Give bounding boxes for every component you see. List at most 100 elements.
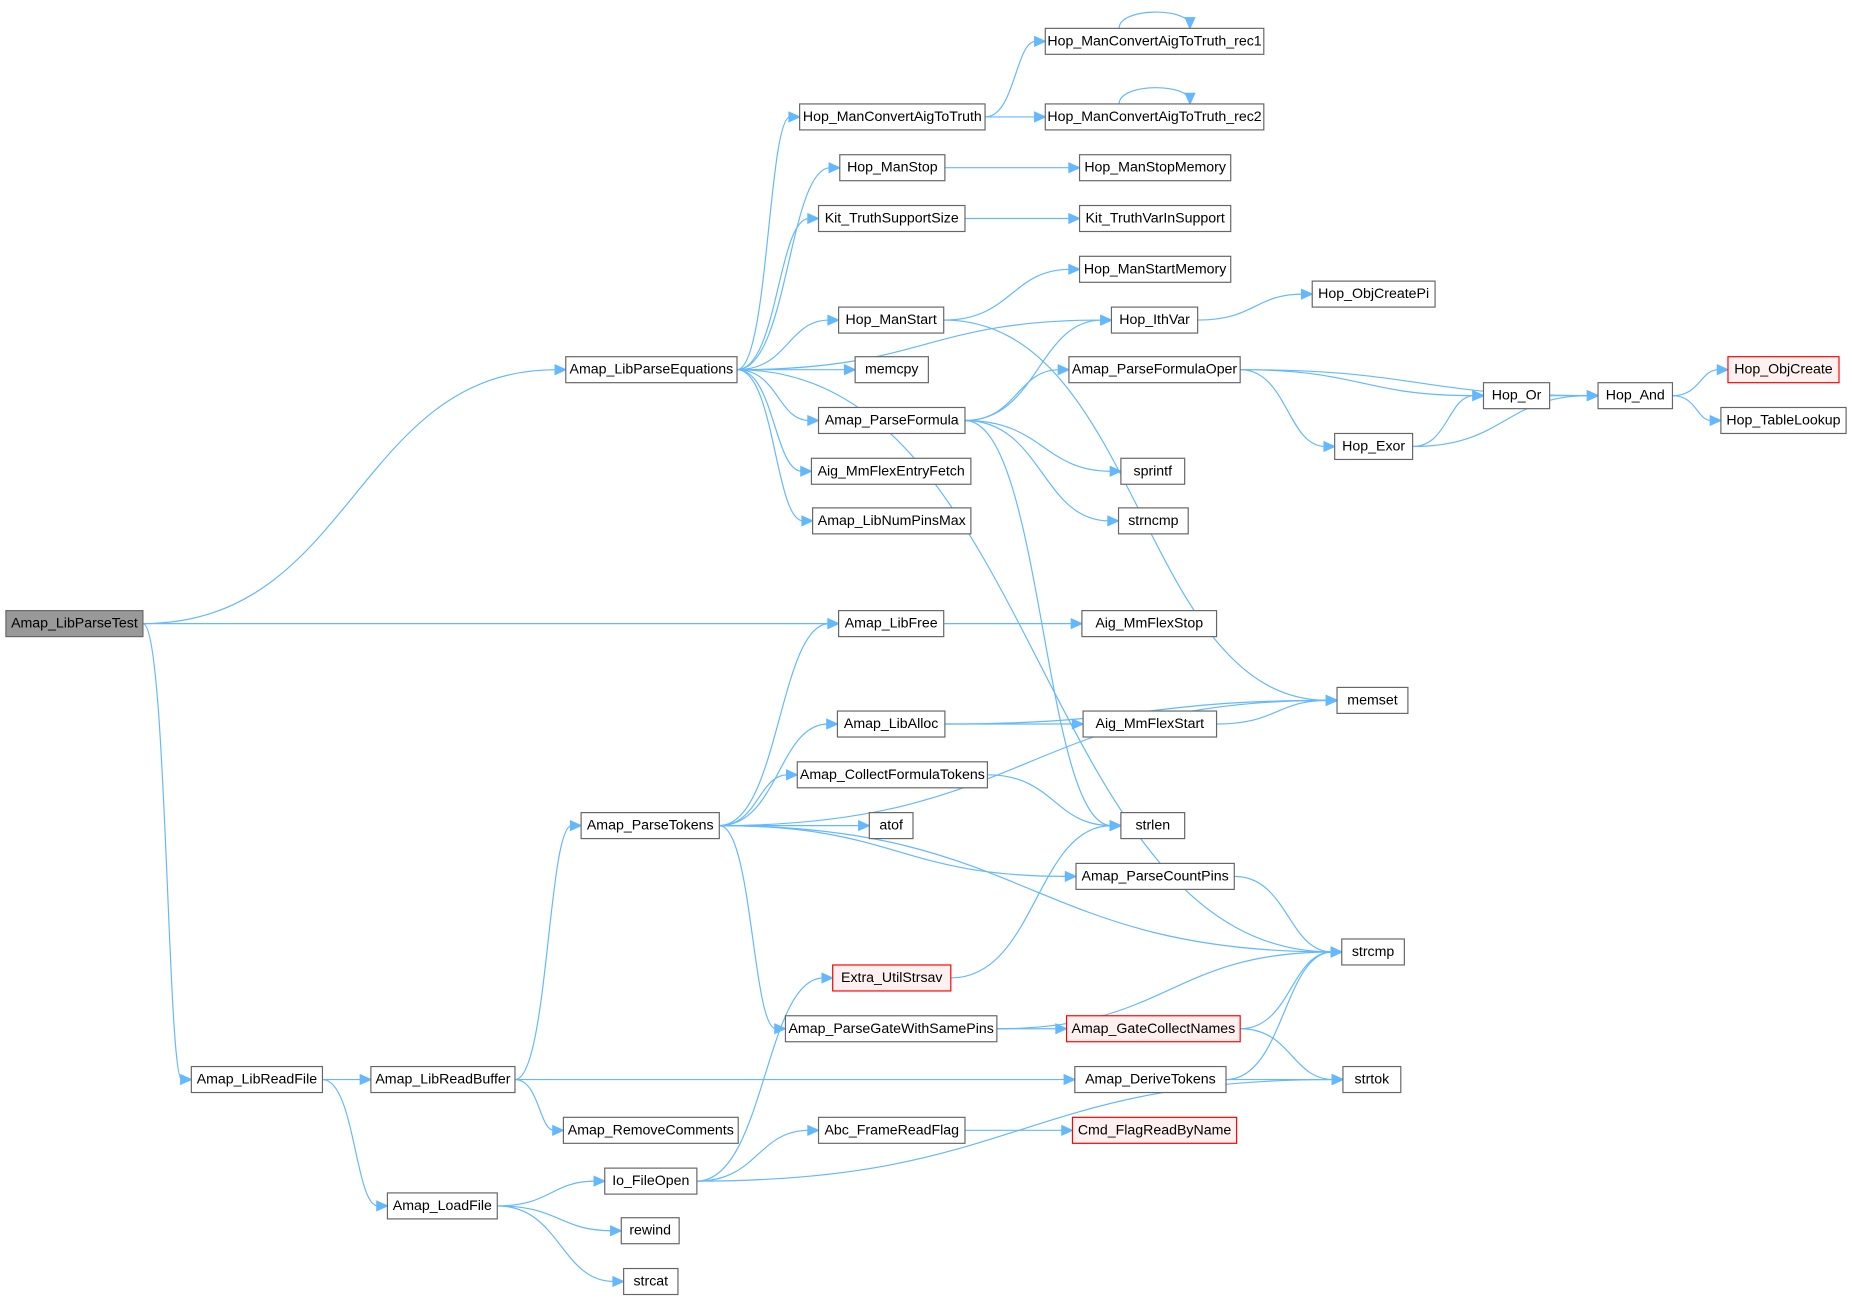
node-label[interactable]: Aig_MmFlexStart	[1096, 716, 1205, 732]
function-node-mmflexstop[interactable]: Aig_MmFlexStop	[1081, 610, 1218, 638]
node-label[interactable]: Hop_ManConvertAigToTruth_rec2	[1047, 109, 1261, 125]
function-node-liballoc[interactable]: Amap_LibAlloc	[836, 710, 946, 738]
node-label[interactable]: Amap_ParseGateWithSamePins	[788, 1021, 993, 1037]
function-node-libnumpinsmax[interactable]: Amap_LibNumPinsMax	[812, 507, 972, 535]
node-label[interactable]: Hop_ObjCreatePi	[1318, 286, 1429, 302]
function-node-parseformulaoper[interactable]: Amap_ParseFormulaOper	[1068, 356, 1241, 384]
function-node-libreadfile[interactable]: Amap_LibReadFile	[190, 1065, 324, 1094]
node-label[interactable]: Kit_TruthVarInSupport	[1085, 211, 1224, 227]
node-label[interactable]: Amap_LibFree	[845, 616, 938, 632]
function-node-rec1[interactable]: Hop_ManConvertAigToTruth_rec1	[1044, 27, 1265, 55]
node-label[interactable]: Hop_ManConvertAigToTruth_rec1	[1047, 33, 1261, 49]
node-label[interactable]: Amap_CollectFormulaTokens	[800, 767, 985, 783]
function-node-framereadflag[interactable]: Abc_FrameReadFlag	[817, 1116, 966, 1144]
function-node-sprintf[interactable]: sprintf	[1120, 457, 1186, 485]
function-node-parsetokens[interactable]: Amap_ParseTokens	[580, 812, 720, 840]
function-node-strcat[interactable]: strcat	[623, 1267, 679, 1296]
node-label[interactable]: Amap_ParseFormula	[825, 412, 959, 428]
function-node-libreadbuffer[interactable]: Amap_LibReadBuffer	[370, 1065, 516, 1094]
function-node-flagreadbyname[interactable]: Cmd_FlagReadByName	[1071, 1116, 1238, 1144]
node-label[interactable]: strtok	[1355, 1072, 1391, 1088]
function-node-mmflexstart[interactable]: Aig_MmFlexStart	[1082, 710, 1218, 738]
function-node-tablelookup[interactable]: Hop_TableLookup	[1720, 406, 1847, 435]
function-node-ithvar[interactable]: Hop_IthVar	[1110, 306, 1199, 334]
node-label[interactable]: Aig_MmFlexEntryFetch	[818, 463, 965, 479]
node-label[interactable]: sprintf	[1133, 463, 1172, 479]
function-node-strlen[interactable]: strlen	[1120, 812, 1186, 840]
function-node-libfree[interactable]: Amap_LibFree	[838, 610, 945, 638]
function-node-objcreatepi[interactable]: Hop_ObjCreatePi	[1311, 280, 1436, 308]
function-node-libparsetest[interactable]: Amap_LibParseTest	[5, 610, 144, 638]
node-label[interactable]: rewind	[629, 1223, 671, 1239]
function-node-gatecollectnames[interactable]: Amap_GateCollectNames	[1065, 1015, 1241, 1043]
node-label[interactable]: Amap_LibReadBuffer	[375, 1072, 510, 1088]
node-label[interactable]: Hop_ObjCreate	[1734, 362, 1832, 378]
node-label[interactable]: Hop_TableLookup	[1726, 412, 1840, 428]
node-label[interactable]: memset	[1347, 692, 1397, 708]
node-label[interactable]: Amap_LibParseTest	[11, 616, 138, 632]
node-label[interactable]: strlen	[1135, 818, 1170, 834]
function-node-strtok[interactable]: strtok	[1342, 1065, 1402, 1094]
function-node-manstop[interactable]: Hop_ManStop	[839, 154, 946, 182]
node-label[interactable]: memcpy	[865, 362, 919, 378]
node-label[interactable]: Io_FileOpen	[612, 1173, 689, 1189]
node-label[interactable]: Amap_LibParseEquations	[570, 362, 734, 378]
node-label[interactable]: Aig_MmFlexStop	[1095, 616, 1203, 632]
function-node-atof[interactable]: atof	[868, 812, 914, 840]
node-label[interactable]: Hop_IthVar	[1119, 312, 1190, 328]
function-node-manstopmemory[interactable]: Hop_ManStopMemory	[1078, 154, 1232, 182]
function-node-removecomments[interactable]: Amap_RemoveComments	[562, 1116, 739, 1144]
function-node-gatesamepins[interactable]: Amap_ParseGateWithSamePins	[784, 1015, 998, 1043]
function-node-manstartmemory[interactable]: Hop_ManStartMemory	[1078, 255, 1232, 283]
node-label[interactable]: Hop_ManStopMemory	[1084, 160, 1227, 176]
function-node-hopor[interactable]: Hop_Or	[1482, 382, 1551, 410]
function-node-rec2[interactable]: Hop_ManConvertAigToTruth_rec2	[1044, 103, 1265, 131]
function-node-truthvarinsupport[interactable]: Kit_TruthVarInSupport	[1078, 204, 1232, 233]
node-label[interactable]: Amap_LibNumPinsMax	[818, 513, 966, 529]
node-label[interactable]: Hop_Or	[1492, 388, 1542, 404]
node-label[interactable]: Hop_ManConvertAigToTruth	[803, 109, 982, 125]
function-node-parsecountpins[interactable]: Amap_ParseCountPins	[1075, 862, 1235, 890]
function-node-libparseequations[interactable]: Amap_LibParseEquations	[565, 356, 738, 384]
function-node-objcreate[interactable]: Hop_ObjCreate	[1727, 356, 1840, 384]
node-label[interactable]: atof	[879, 818, 903, 834]
function-node-memset[interactable]: memset	[1336, 686, 1409, 714]
function-node-truthsupportsize[interactable]: Kit_TruthSupportSize	[817, 204, 966, 233]
function-node-derivetokens[interactable]: Amap_DeriveTokens	[1074, 1065, 1227, 1094]
node-label[interactable]: strncmp	[1128, 513, 1178, 529]
node-label[interactable]: Amap_RemoveComments	[568, 1122, 734, 1138]
node-label[interactable]: Amap_DeriveTokens	[1085, 1072, 1216, 1088]
node-label[interactable]: Amap_ParseTokens	[587, 818, 714, 834]
function-node-strcmp[interactable]: strcmp	[1341, 938, 1405, 966]
node-label[interactable]: Amap_LoadFile	[393, 1198, 492, 1214]
function-node-rewind[interactable]: rewind	[620, 1217, 680, 1245]
node-label[interactable]: Hop_ManStop	[847, 160, 938, 176]
node-label[interactable]: Amap_LibReadFile	[197, 1072, 318, 1088]
node-label[interactable]: Abc_FrameReadFlag	[824, 1122, 959, 1138]
node-label[interactable]: Hop_And	[1606, 388, 1665, 404]
function-node-convaig[interactable]: Hop_ManConvertAigToTruth	[799, 103, 986, 131]
function-node-memcpy[interactable]: memcpy	[854, 356, 929, 384]
node-label[interactable]: Amap_LibAlloc	[844, 716, 938, 732]
function-node-collectformulatokens[interactable]: Amap_CollectFormulaTokens	[796, 761, 989, 789]
function-node-hopand[interactable]: Hop_And	[1597, 382, 1674, 410]
node-label[interactable]: Hop_ManStartMemory	[1084, 261, 1227, 277]
function-node-manstart[interactable]: Hop_ManStart	[838, 306, 945, 334]
node-label[interactable]: Kit_TruthSupportSize	[825, 211, 959, 227]
node-label[interactable]: Extra_UtilStrsav	[841, 970, 943, 986]
function-node-mmflexentryfetch[interactable]: Aig_MmFlexEntryFetch	[810, 457, 972, 485]
function-node-strncmp[interactable]: strncmp	[1117, 507, 1189, 535]
node-label[interactable]: Amap_GateCollectNames	[1072, 1021, 1236, 1037]
function-node-loadfile[interactable]: Amap_LoadFile	[386, 1192, 498, 1220]
node-label[interactable]: Hop_ManStart	[846, 312, 937, 328]
function-node-iofileopen[interactable]: Io_FileOpen	[604, 1167, 698, 1195]
function-node-parseformula[interactable]: Amap_ParseFormula	[817, 406, 966, 435]
function-node-hopexor[interactable]: Hop_Exor	[1334, 432, 1414, 461]
node-label[interactable]: Amap_ParseFormulaOper	[1072, 362, 1238, 378]
node-label[interactable]: strcmp	[1352, 944, 1395, 960]
function-node-utilstrsav[interactable]: Extra_UtilStrsav	[832, 964, 952, 992]
node-label[interactable]: strcat	[633, 1274, 668, 1290]
node-label[interactable]: Hop_Exor	[1342, 438, 1405, 454]
node-label[interactable]: Amap_ParseCountPins	[1082, 868, 1229, 884]
node-label[interactable]: Cmd_FlagReadByName	[1078, 1122, 1232, 1138]
